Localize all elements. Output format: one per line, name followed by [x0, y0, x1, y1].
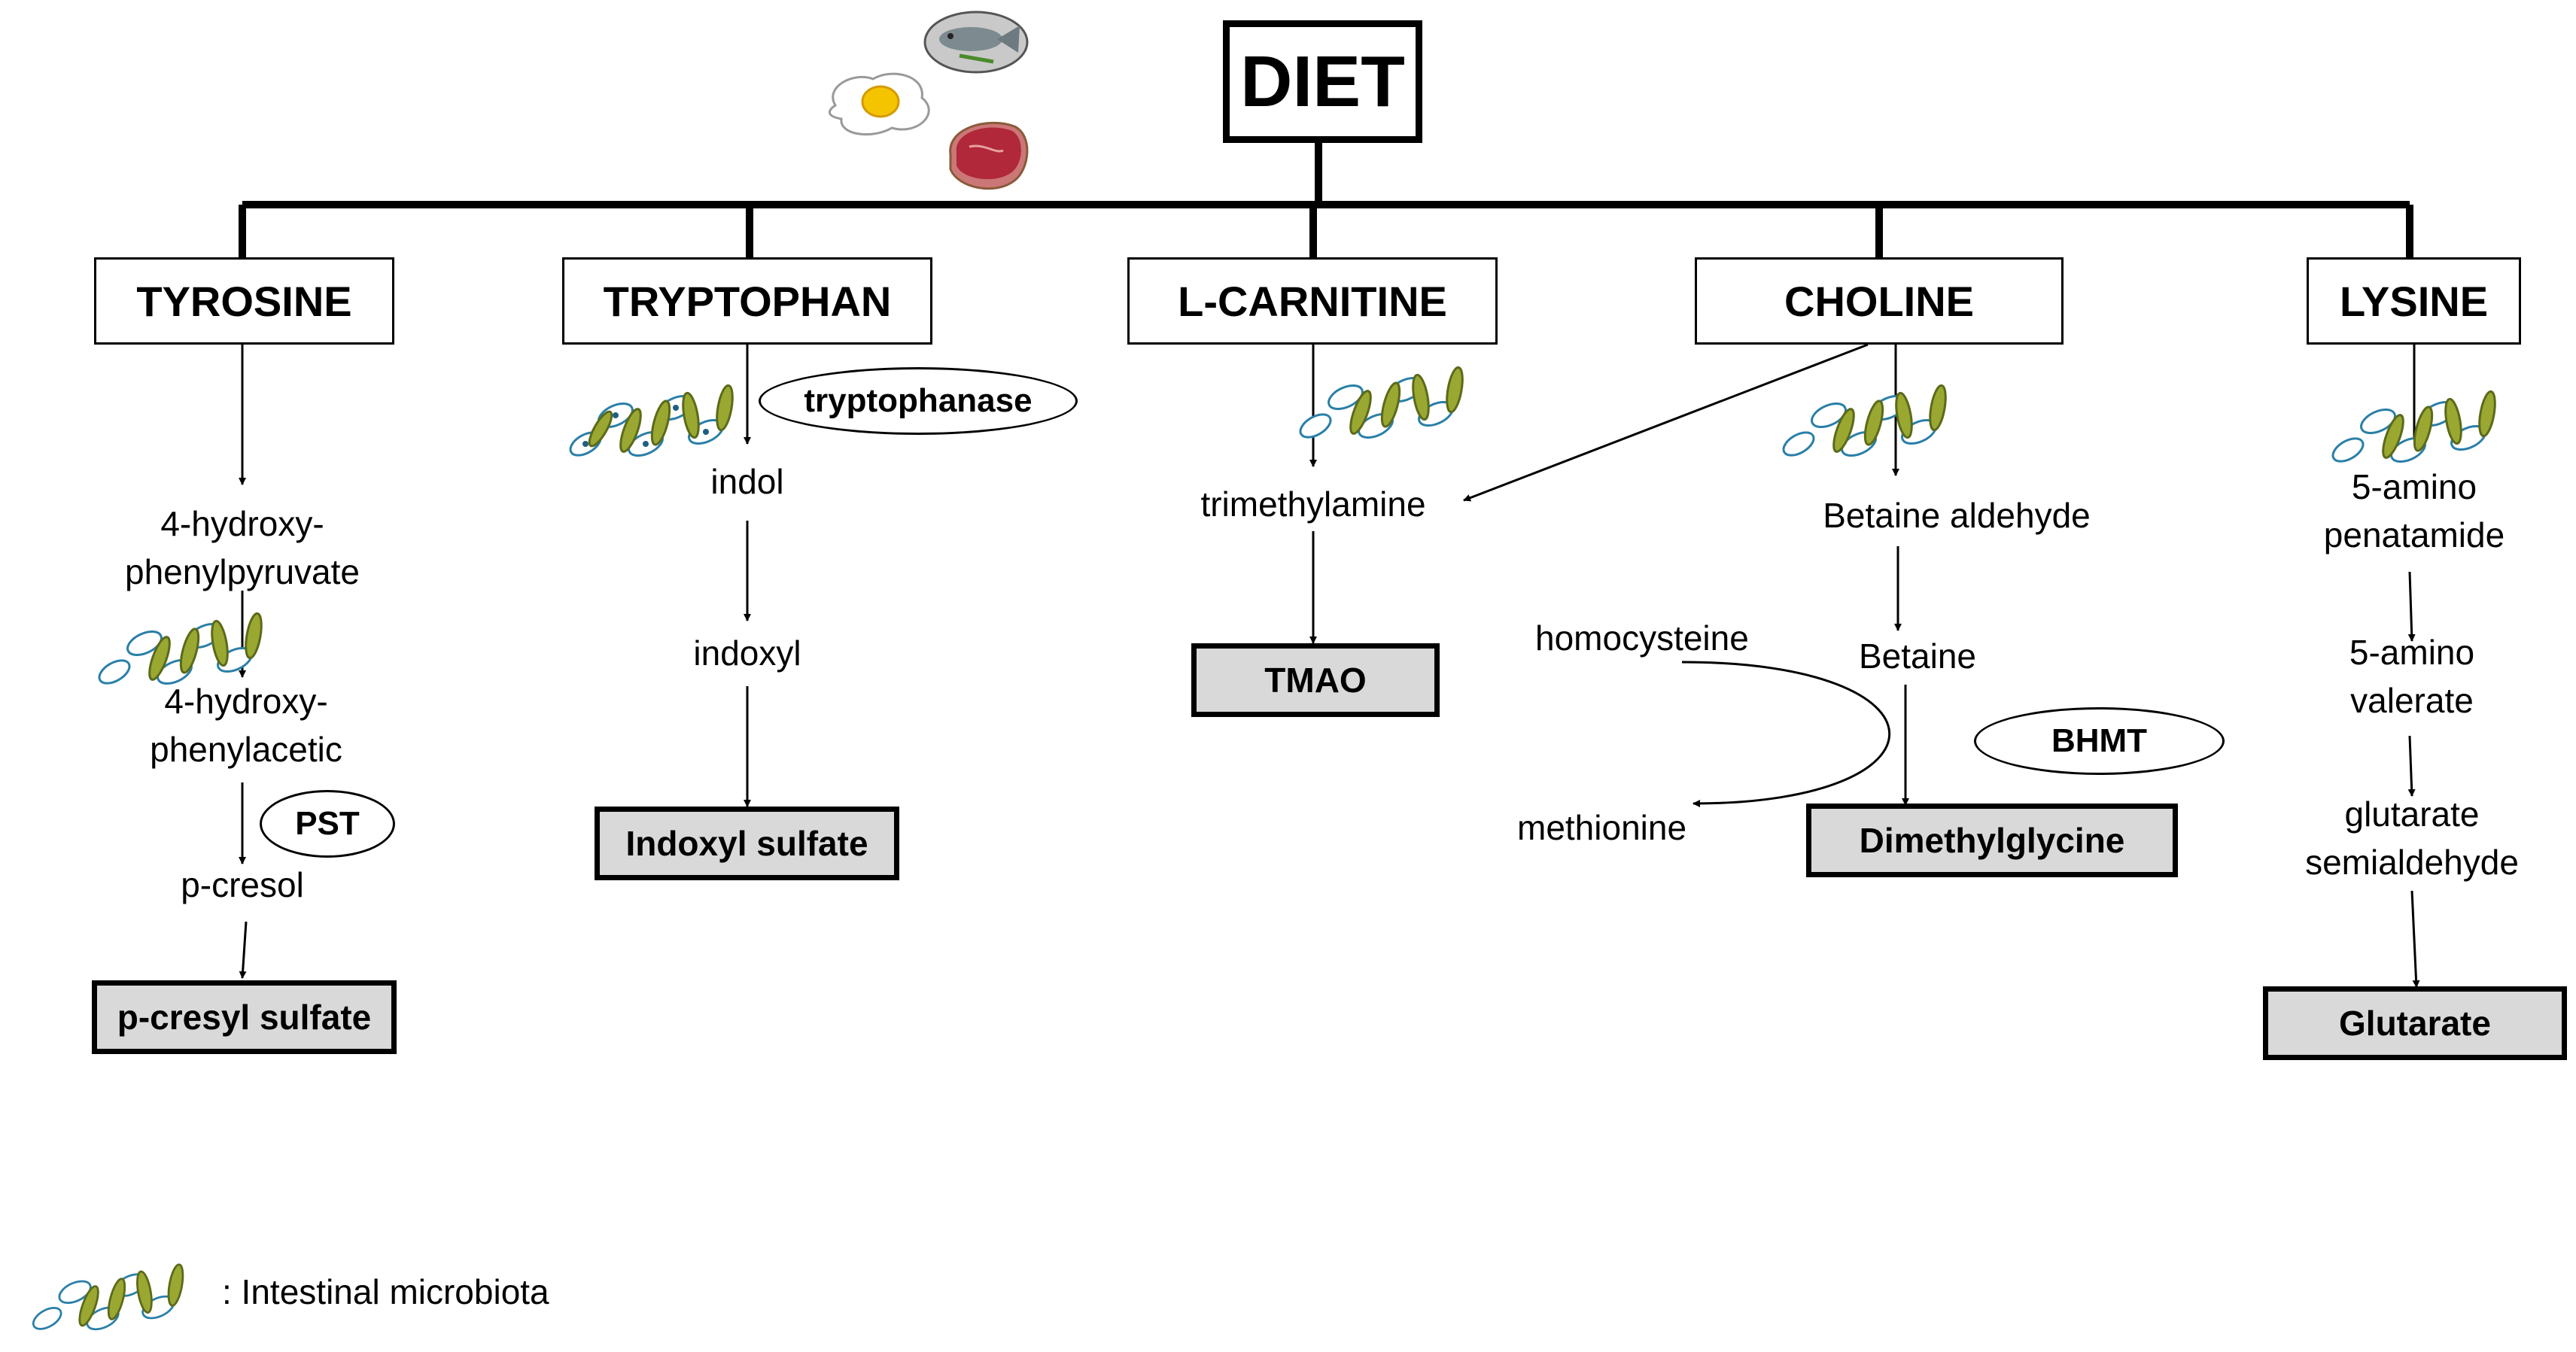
bacteria-cluster-icon — [1299, 366, 1464, 439]
l-carnitine-label: L-CARNITINE — [1178, 277, 1447, 325]
carnitine-step1: trimethylamine — [1200, 485, 1426, 524]
diet-label: DIET — [1240, 41, 1405, 122]
lysine-step1: 5-amino penatamide — [2323, 467, 2505, 554]
dimethylglycine-box: Dimethylglycine — [1806, 804, 2178, 877]
bacteria-cluster-icon — [32, 1263, 184, 1331]
choline-label: CHOLINE — [1784, 277, 1974, 325]
tyrosine-step2: 4-hydroxy- phenylacetic — [150, 682, 342, 769]
choline-step2: Betaine — [1858, 637, 1977, 676]
bacteria-cluster-icon — [2331, 390, 2496, 463]
tyrosine-box: TYROSINE — [94, 257, 394, 345]
diet-tree-lines — [239, 143, 2413, 257]
tryptophan-label: TRYPTOPHAN — [603, 277, 892, 325]
fish-plate-icon — [923, 11, 1029, 74]
tmao-box: TMAO — [1191, 643, 1440, 717]
pst-enzyme-ellipse: PST — [260, 790, 395, 858]
methionine-label: methionine — [1517, 808, 1687, 847]
tryptophan-step1: indol — [710, 462, 784, 501]
choline-box: CHOLINE — [1695, 257, 2064, 345]
bacteria-cluster-icon — [1782, 384, 1947, 457]
legend: : Intestinal microbiota — [26, 1238, 613, 1343]
tryptophan-step2: indoxyl — [693, 633, 801, 673]
diet-box: DIET — [1223, 20, 1422, 143]
tyrosine-step3: p-cresol — [181, 865, 304, 904]
choline-step1: Betaine aldehyde — [1823, 496, 2091, 535]
homocysteine-label: homocysteine — [1535, 618, 1749, 658]
tryptophanase-enzyme-ellipse: tryptophanase — [759, 367, 1078, 435]
bacteria-cluster-icon — [98, 612, 263, 685]
tryptophan-box: TRYPTOPHAN — [562, 257, 932, 345]
legend-label: : Intestinal microbiota — [222, 1272, 549, 1311]
lysine-box: LYSINE — [2307, 257, 2521, 345]
l-carnitine-box: L-CARNITINE — [1127, 257, 1498, 345]
tyrosine-step1: 4-hydroxy- phenylpyruvate — [125, 504, 360, 591]
tyrosine-label: TYROSINE — [136, 277, 352, 325]
lysine-label: LYSINE — [2339, 277, 2489, 325]
glutarate-box: Glutarate — [2263, 986, 2567, 1060]
steak-icon — [949, 121, 1029, 190]
fried-egg-icon — [829, 72, 930, 136]
bacteria-cluster-icon — [569, 384, 734, 457]
p-cresyl-sulfate-box: p-cresyl sulfate — [92, 980, 397, 1054]
indoxyl-sulfate-box: Indoxyl sulfate — [595, 807, 899, 880]
lysine-step2: 5-amino valerate — [2349, 633, 2475, 720]
bhmt-enzyme-ellipse: BHMT — [1974, 707, 2225, 775]
lysine-step3: glutarate semialdehyde — [2305, 794, 2519, 882]
